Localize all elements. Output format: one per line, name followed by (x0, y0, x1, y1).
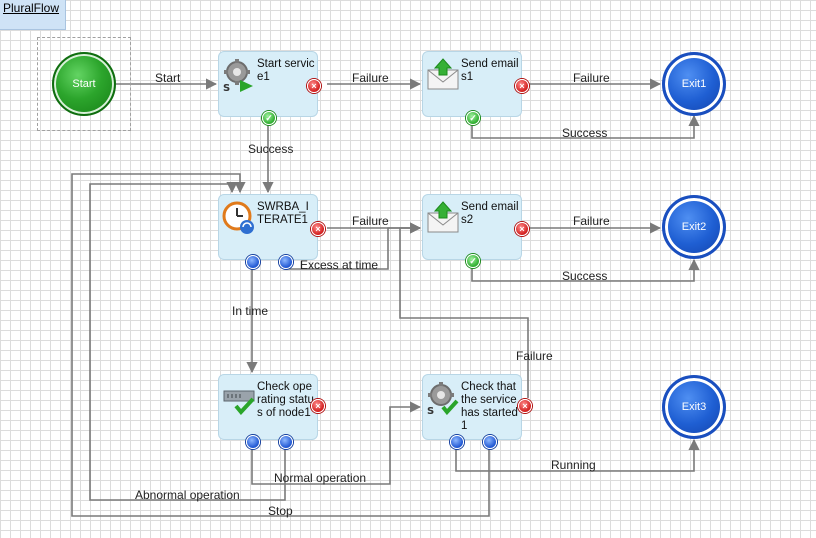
failure-port-icon[interactable]: × (515, 79, 529, 93)
success-port-icon[interactable]: ✓ (466, 111, 480, 125)
exit2-label: Exit2 (681, 221, 707, 233)
start-service-label: Start service1 (257, 58, 315, 83)
clock-repeat-icon (222, 201, 254, 234)
failure-port-icon[interactable]: × (311, 222, 325, 236)
failure-port-icon[interactable]: × (515, 222, 529, 236)
exit1-label: Exit1 (681, 78, 707, 90)
send-email2-node[interactable]: Send emails2 × ✓ (422, 194, 529, 268)
envelope-up-arrow-icon (427, 201, 459, 233)
server-check-icon (223, 390, 255, 415)
svg-text:S: S (427, 406, 434, 415)
abnormal-port-icon[interactable] (279, 435, 293, 449)
edge-label-failure: Failure (352, 71, 389, 85)
exit1-node[interactable]: Exit1 (662, 52, 726, 116)
edge-label-success: Success (562, 269, 608, 283)
edge-success-c (471, 258, 700, 282)
excess-port-icon[interactable] (279, 255, 293, 269)
edge-label-failure: Failure (516, 349, 553, 363)
send-email1-node[interactable]: Send emails1 × ✓ (422, 51, 529, 125)
start-service-node[interactable]: S Start service1 × ✓ (218, 51, 321, 125)
edge-running (455, 438, 700, 472)
exit3-node[interactable]: Exit3 (662, 375, 726, 439)
check-node-status-node[interactable]: Check operating status of node1 × (218, 374, 325, 449)
in-time-port-icon[interactable] (246, 255, 260, 269)
running-port-icon[interactable] (450, 435, 464, 449)
start-node[interactable]: Start (52, 52, 116, 116)
edge-label-failure: Failure (352, 214, 389, 228)
edge-success-a (471, 114, 700, 139)
edge-label-normal: Normal operation (274, 471, 367, 485)
start-label: Start (72, 78, 96, 90)
edge-abnormal (89, 181, 286, 501)
edge-label-in-time: In time (232, 304, 269, 318)
gear-play-icon: S (223, 59, 253, 92)
failure-port-icon[interactable]: × (307, 79, 321, 93)
check-service-node[interactable]: S Check that the service has started1 × (422, 374, 532, 449)
normal-port-icon[interactable] (246, 435, 260, 449)
send-email1-label: Send emails1 (461, 58, 519, 83)
failure-port-icon[interactable]: × (518, 399, 532, 413)
svg-text:S: S (223, 83, 230, 92)
swrba-iterate-label: SWRBA_ITERATE1 (257, 201, 309, 226)
exit3-label: Exit3 (681, 401, 707, 413)
edge-label-success: Success (562, 126, 608, 140)
edge-failure-e (399, 222, 529, 398)
edge-label-stop: Stop (268, 504, 293, 518)
edge-stop (71, 173, 490, 517)
edge-label-excess: Excess at time (300, 258, 379, 272)
edge-label-start: Start (155, 71, 181, 85)
success-port-icon[interactable]: ✓ (262, 111, 276, 125)
send-email2-label: Send emails2 (461, 201, 519, 226)
swrba-iterate-node[interactable]: SWRBA_ITERATE1 × (218, 194, 325, 269)
stop-port-icon[interactable] (483, 435, 497, 449)
edge-label-running: Running (551, 458, 596, 472)
exit2-node[interactable]: Exit2 (662, 195, 726, 259)
envelope-up-arrow-icon (427, 58, 459, 90)
edge-label-failure: Failure (573, 214, 610, 228)
check-service-label: Check that the service has started1 (461, 381, 518, 432)
edge-normal (251, 401, 422, 485)
check-node-status-label: Check operating status of node1 (257, 381, 314, 419)
gear-check-icon: S (427, 382, 459, 415)
failure-port-icon[interactable]: × (311, 399, 325, 413)
flow-tab[interactable]: PluralFlow (0, 0, 66, 30)
success-port-icon[interactable]: ✓ (466, 254, 480, 268)
start-selection-box (37, 37, 131, 131)
edge-label-success: Success (248, 142, 294, 156)
edge-label-abnormal: Abnormal operation (135, 488, 240, 502)
edge-label-failure: Failure (573, 71, 610, 85)
